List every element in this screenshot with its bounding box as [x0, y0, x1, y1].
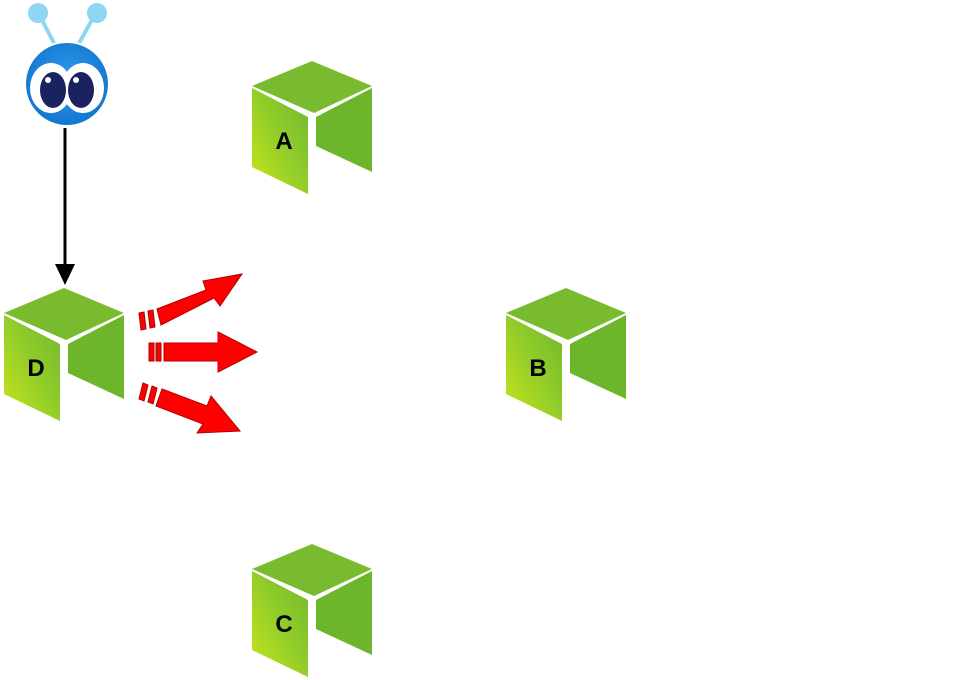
- cube-right-face: [570, 315, 626, 399]
- node-label: C: [275, 611, 292, 638]
- cube-top-face: [252, 61, 372, 113]
- cube-right-face: [316, 571, 372, 655]
- cube-right-face: [68, 315, 124, 399]
- broadcast-arrow-down: [138, 382, 242, 434]
- broadcast-arrow-right: [148, 331, 259, 373]
- broadcast-arrows: [138, 273, 259, 434]
- cube-left-face: [252, 571, 308, 677]
- node-b: B: [506, 288, 626, 421]
- alien-mascot-icon: [24, 3, 110, 127]
- node-label: B: [529, 355, 546, 382]
- node-d: D: [4, 288, 124, 421]
- cube-top-face: [252, 544, 372, 596]
- cube-top-face: [4, 288, 124, 340]
- cube-left-face: [252, 88, 308, 194]
- cube-top-face: [506, 288, 626, 340]
- broadcast-arrow-up: [138, 273, 244, 331]
- cube-left-face: [4, 315, 60, 421]
- cube-right-face: [316, 88, 372, 172]
- node-a: A: [252, 61, 372, 194]
- node-c: C: [252, 544, 372, 677]
- node-label: A: [275, 128, 292, 155]
- node-label: D: [27, 355, 44, 382]
- mascot-to-node-d-arrow: [55, 128, 75, 285]
- cube-left-face: [506, 315, 562, 421]
